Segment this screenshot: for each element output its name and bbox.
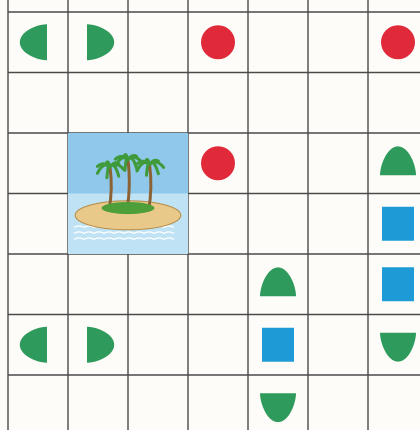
island-bushes bbox=[102, 202, 155, 214]
blue-square-piece bbox=[262, 328, 294, 362]
red-circle-piece bbox=[201, 25, 235, 59]
red-circle-piece bbox=[201, 146, 235, 180]
blue-square-piece bbox=[382, 207, 414, 241]
island-tile bbox=[68, 133, 188, 254]
blue-square-piece bbox=[382, 267, 414, 301]
red-circle-piece bbox=[381, 25, 415, 59]
